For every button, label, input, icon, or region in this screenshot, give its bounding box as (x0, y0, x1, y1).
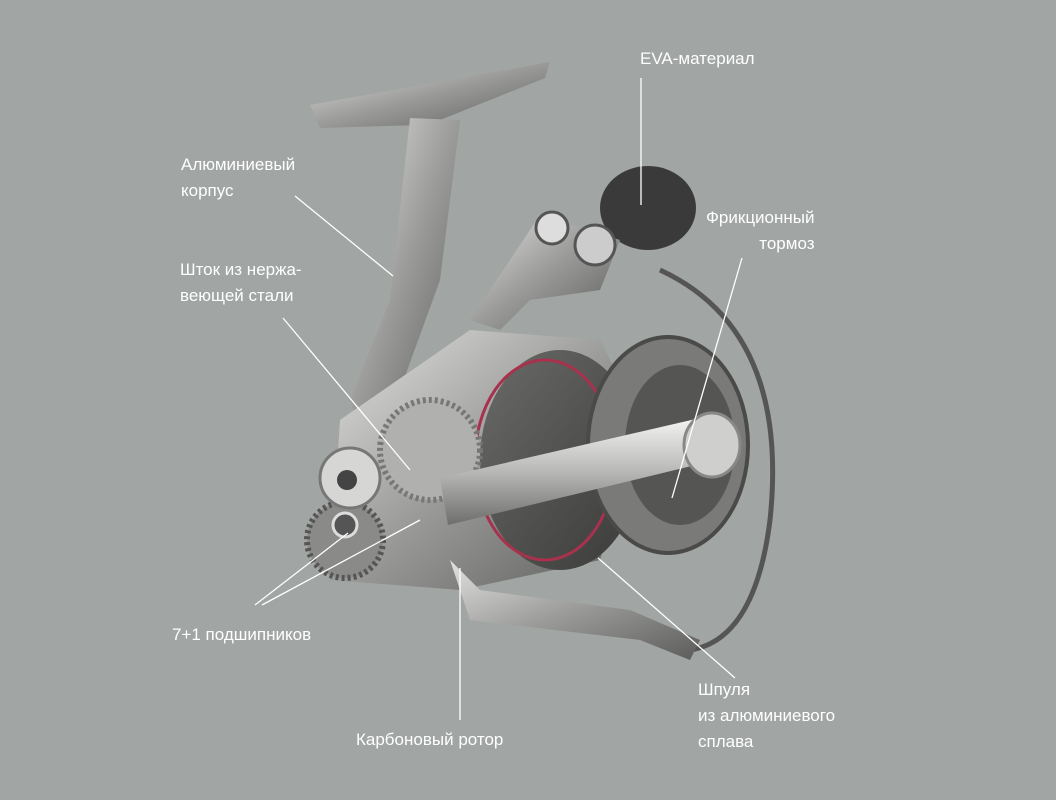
label-drag: Фрикционный тормоз (706, 205, 815, 257)
label-line: из алюминиевого (698, 706, 836, 725)
label-line: Шпуля (698, 680, 751, 699)
label-line: корпус (181, 181, 234, 200)
label-line: 7+1 подшипников (172, 625, 312, 644)
label-bearings: 7+1 подшипников (172, 622, 311, 648)
label-line: Алюминиевый (181, 155, 296, 174)
reel-foot (310, 62, 550, 128)
reel-stem (350, 118, 460, 430)
label-line: сплава (698, 732, 754, 751)
label-line: веющей стали (180, 286, 294, 305)
leader-lines (254, 78, 743, 720)
label-line: тормоз (759, 234, 815, 253)
eva-knob (600, 166, 696, 250)
label-line: Шток из нержа- (180, 260, 302, 279)
label-line: EVA-материал (640, 49, 755, 68)
label-eva: EVA-материал (640, 46, 755, 72)
bail-wire (658, 267, 776, 653)
label-shaft: Шток из нержа- веющей стали (180, 257, 302, 309)
label-line: Карбоновый ротор (356, 730, 504, 749)
main-shaft (440, 418, 708, 525)
rotor-arm (450, 560, 700, 660)
label-rotor: Карбоновый ротор (356, 727, 503, 753)
label-line: Фрикционный (706, 208, 815, 227)
label-spool: Шпуля из алюминиевого сплава (698, 677, 835, 755)
label-body: Алюминиевый корпус (181, 152, 295, 204)
